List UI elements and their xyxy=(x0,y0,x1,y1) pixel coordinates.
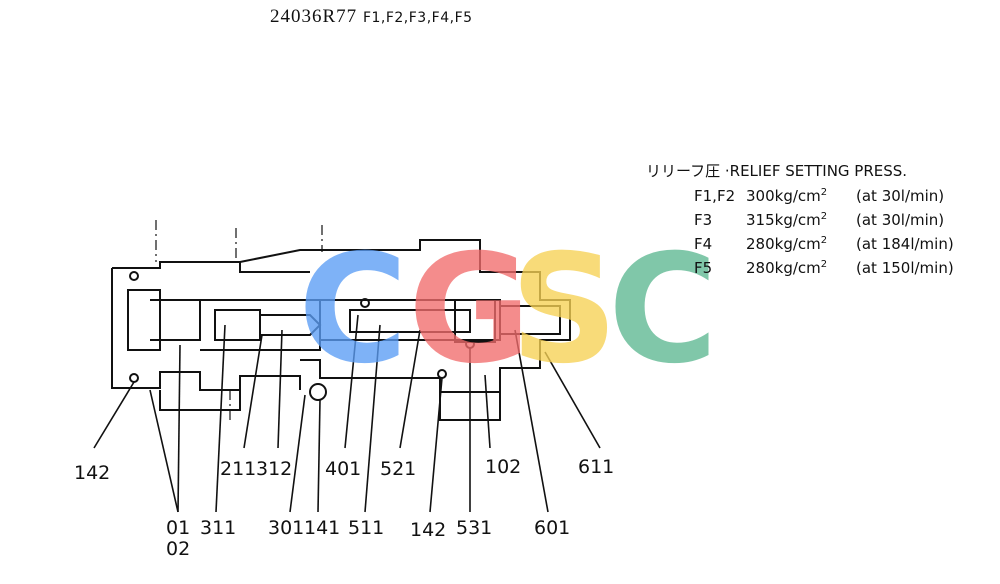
relief-row-f4: F4 280kg/cm2 (at 184l/min) xyxy=(646,235,954,259)
spool-bore xyxy=(320,299,501,341)
relief-row-flow: (at 30l/min) xyxy=(856,211,945,229)
title-sections: F1,F2,F3,F4,F5 xyxy=(362,10,473,26)
part-label-312: 312 xyxy=(256,458,293,480)
part-label-141: 141 xyxy=(304,517,341,539)
part-label-511: 511 xyxy=(348,517,385,539)
drawing-title: 24036R77 F1,F2,F3,F4,F5 xyxy=(270,6,473,28)
poppet xyxy=(259,314,322,336)
watermark-letter-c1: C xyxy=(298,223,409,397)
watermark-letter-c2: C xyxy=(608,223,719,397)
part-label-02: 02 xyxy=(166,538,191,560)
part-label-142-left: 142 xyxy=(74,462,111,484)
part-label-521: 521 xyxy=(380,458,417,480)
part-label-531: 531 xyxy=(456,517,493,539)
end-cap-top xyxy=(112,261,310,273)
relief-row-name: F3 xyxy=(694,211,713,229)
part-label-211: 211 xyxy=(220,458,257,480)
relief-setting-table: リリーフ圧 ·RELIEF SETTING PRESS. F1,F2 300kg… xyxy=(646,160,954,283)
relief-row-f5: F5 280kg/cm2 (at 150l/min) xyxy=(646,259,954,283)
part-label-301: 301 xyxy=(268,517,305,539)
relief-row-pressure: 300kg/cm2 xyxy=(746,187,828,205)
relief-heading-en: ·RELIEF SETTING PRESS. xyxy=(724,162,908,180)
watermark-letter-s: S xyxy=(510,223,619,397)
relief-row-flow: (at 150l/min) xyxy=(856,259,954,277)
sleeve xyxy=(454,299,496,343)
watermark-letter-g: G xyxy=(408,223,532,397)
relief-row-f1f2: F1,F2 300kg/cm2 (at 30l/min) xyxy=(646,187,944,211)
relief-row-pressure: 280kg/cm2 xyxy=(746,235,828,253)
relief-heading: リリーフ圧 ·RELIEF SETTING PRESS. xyxy=(646,160,907,181)
part-label-102: 102 xyxy=(485,456,522,478)
part-label-611: 611 xyxy=(578,456,615,478)
relief-row-flow: (at 30l/min) xyxy=(856,187,945,205)
part-label-601: 601 xyxy=(534,517,571,539)
spool xyxy=(349,309,471,333)
title-code: 24036R77 xyxy=(270,6,358,27)
end-cap-outline xyxy=(111,268,301,391)
relief-heading-jp: リリーフ圧 xyxy=(646,162,721,180)
part-label-401: 401 xyxy=(325,458,362,480)
relief-row-name: F4 xyxy=(694,235,713,253)
relief-row-name: F5 xyxy=(694,259,713,277)
part-label-311: 311 xyxy=(200,517,237,539)
end-cap-bore xyxy=(127,289,161,351)
relief-row-name: F1,F2 xyxy=(694,187,736,205)
relief-row-pressure: 280kg/cm2 xyxy=(746,259,828,277)
relief-row-pressure: 315kg/cm2 xyxy=(746,211,828,229)
relief-row-flow: (at 184l/min) xyxy=(856,235,954,253)
part-label-01: 01 xyxy=(166,517,191,539)
relief-row-f3: F3 315kg/cm2 (at 30l/min) xyxy=(646,211,944,235)
part-label-142-bottom: 142 xyxy=(410,519,447,541)
